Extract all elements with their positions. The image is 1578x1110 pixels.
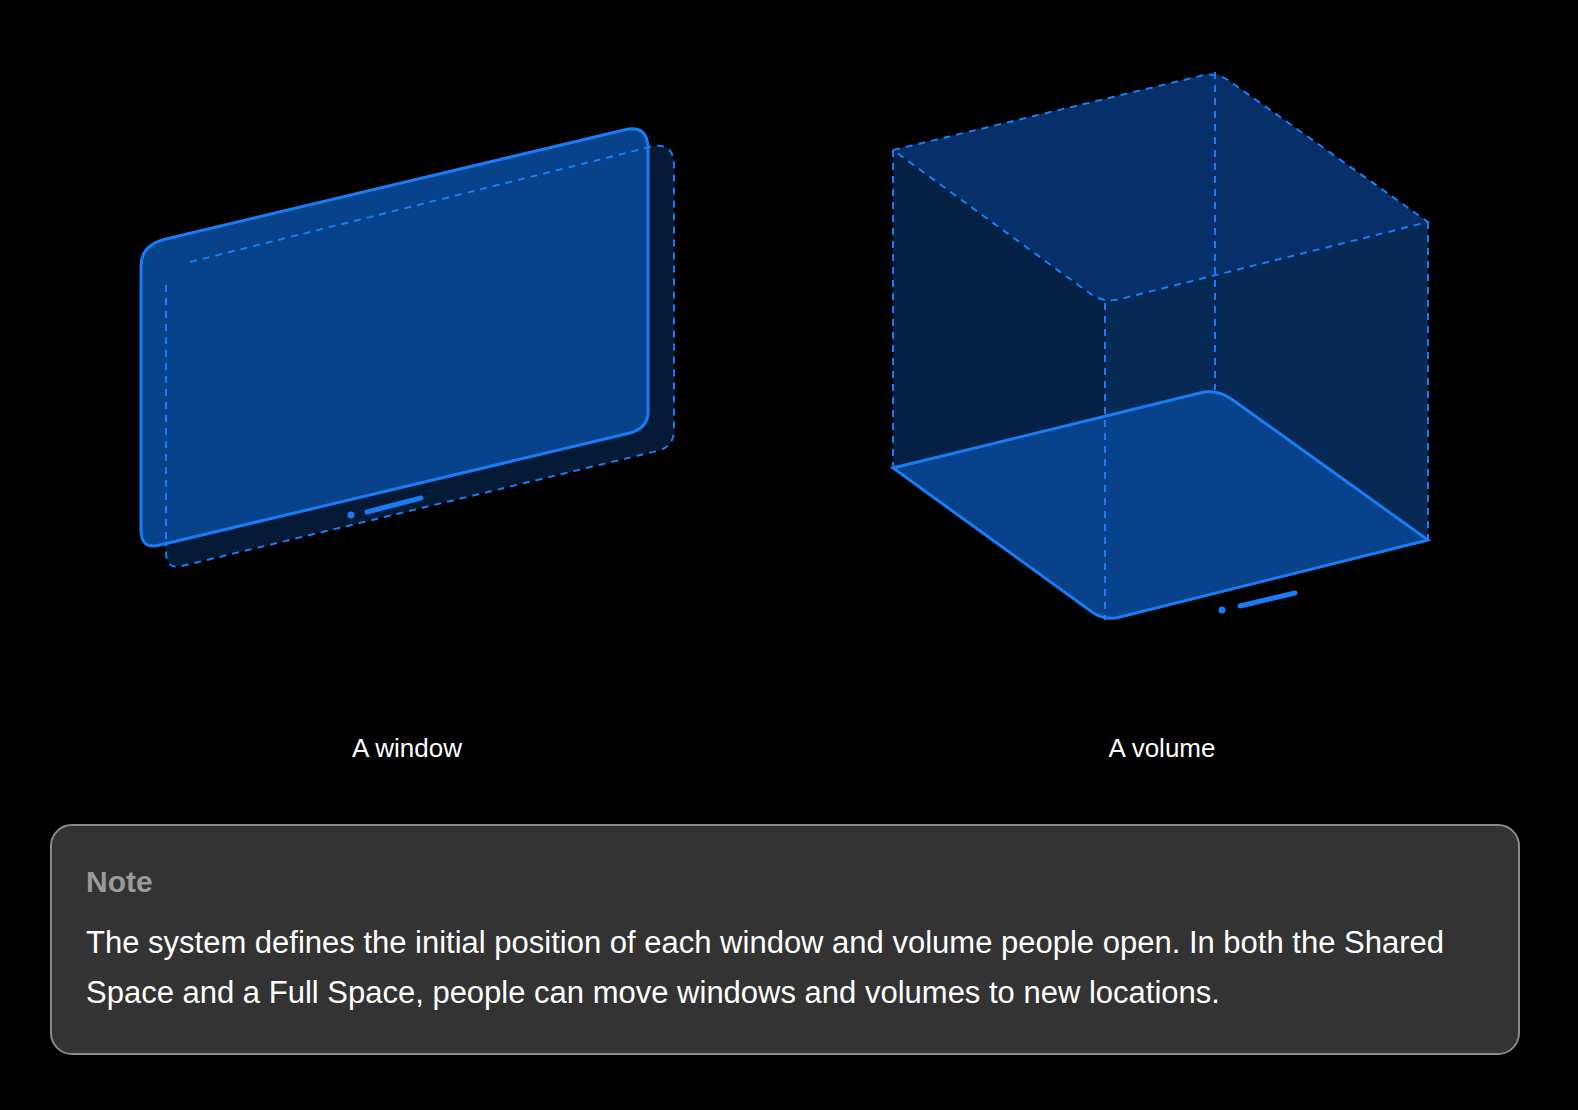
window-grab-bar — [367, 498, 421, 512]
volume-indicator-dot — [1219, 607, 1226, 614]
note-text: The system defines the initial position … — [86, 918, 1484, 1018]
note-box: NoteThe system defines the initial posit… — [50, 824, 1520, 1055]
volume-base — [893, 392, 1428, 618]
note-heading: Note — [86, 864, 1484, 900]
illustration-caption: A window — [352, 733, 462, 764]
illustration-caption: A volume — [1109, 733, 1216, 764]
window-inner-outline — [166, 147, 650, 546]
volume-grab-bar — [1240, 593, 1295, 606]
volume-edges — [893, 72, 1428, 620]
window-indicator-dot — [348, 512, 355, 519]
volume-front-edge — [1104, 303, 1106, 620]
volume-top-face — [893, 75, 1428, 301]
window-front-panel — [141, 129, 648, 546]
